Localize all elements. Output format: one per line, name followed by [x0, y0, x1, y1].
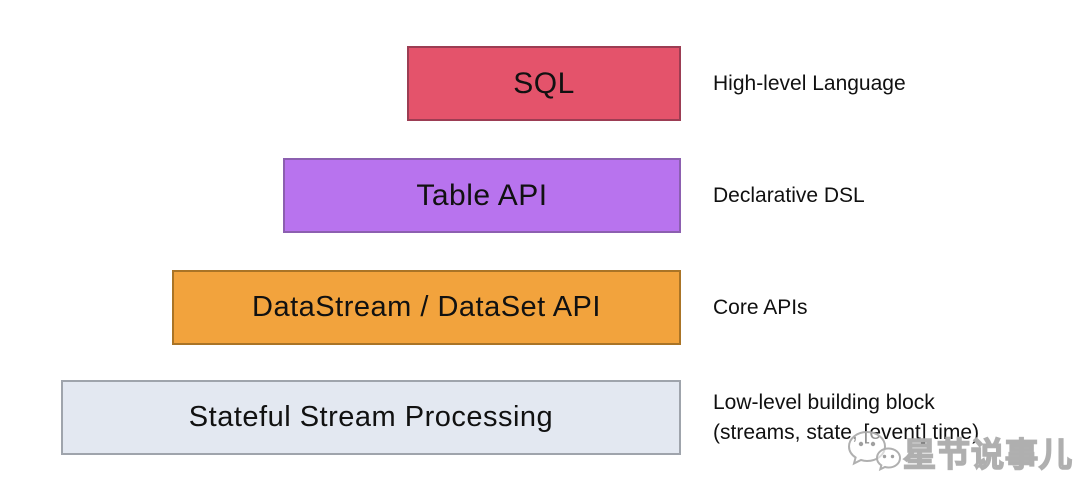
layer-description-core-apis: Core APIs — [713, 295, 808, 319]
layer-box-table-api: Table API — [283, 158, 681, 233]
layer-description-table-api: Declarative DSL — [713, 183, 865, 207]
layer-box-sql: SQL — [407, 46, 681, 121]
layer-box-stateful-stream-processing: Stateful Stream Processing — [61, 380, 681, 455]
layer-box-datastream-dataset-api: DataStream / DataSet API — [172, 270, 681, 345]
layer-description-sql: High-level Language — [713, 71, 906, 95]
layer-description-low-level: Low-level building block (streams, state… — [713, 390, 980, 444]
